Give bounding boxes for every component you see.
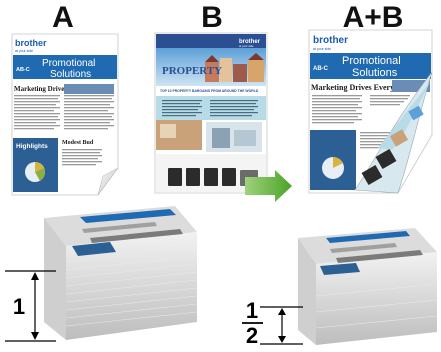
doc-b-gadgets	[168, 168, 258, 186]
thickness-indicator-duplex: 1 2	[242, 298, 303, 348]
stack-duplex-top-page	[320, 231, 423, 275]
document-a: brother at your side AB-C Promotional So…	[11, 33, 119, 196]
doc-ab-banner-title-2: Solutions	[352, 67, 398, 79]
doc-a-banner	[13, 55, 117, 79]
doc-a-footer-heading: Modest Bud	[62, 140, 94, 146]
doc-b-caption-band	[156, 86, 266, 96]
doc-ab-banner-logo: AB-C	[313, 66, 329, 72]
thickness-label-numerator: 1	[246, 298, 258, 323]
stack-duplex	[298, 228, 438, 345]
doc-a-headline: Marketing Drives Everything	[14, 85, 103, 93]
label-doc-ab: A+B	[343, 1, 404, 34]
document-ab: brother at your side AB-C Promotional So…	[308, 29, 433, 194]
doc-b-tagline: at your side	[239, 44, 254, 48]
stack-single-sided	[44, 206, 198, 340]
thickness-label-single: 1	[13, 294, 25, 319]
doc-a-highlights-label: Highlights	[16, 143, 48, 150]
doc-ab-tagline: at your side	[313, 47, 331, 51]
doc-a-photo	[64, 84, 114, 94]
thickness-label-denominator: 2	[246, 323, 258, 348]
doc-b-text-panel	[156, 96, 266, 120]
stack-single-top-page	[72, 209, 183, 256]
doc-a-brand: brother	[15, 38, 47, 48]
label-doc-b: B	[201, 1, 223, 34]
doc-a-banner-title-2: Solutions	[50, 69, 91, 80]
label-doc-a: A	[52, 1, 74, 34]
doc-a-banner-logo: AB-C	[16, 67, 30, 73]
document-b: brother at your side PROPERTY TOP 10 PRO…	[154, 32, 268, 194]
doc-b-caption: TOP 10 PROPERTY BARGAINS FROM AROUND THE…	[160, 89, 259, 93]
thickness-indicator-single: 1	[5, 270, 56, 342]
doc-ab-curl-side-b	[354, 71, 433, 194]
doc-b-houses	[205, 53, 264, 82]
doc-b-brand: brother	[239, 39, 261, 45]
doc-b-top-banner	[156, 34, 266, 48]
doc-ab-banner	[310, 53, 431, 79]
doc-a-banner-title-1: Promotional	[42, 58, 95, 69]
doc-ab-banner-title-1: Promotional	[342, 55, 401, 67]
combine-arrow-icon	[245, 170, 292, 202]
doc-a-tagline: at your side	[15, 49, 33, 53]
doc-a-body-text	[14, 95, 114, 130]
doc-ab-brand: brother	[313, 35, 348, 46]
doc-b-title: PROPERTY	[162, 65, 222, 77]
doc-ab-headline: Marketing Drives Everything	[311, 83, 412, 92]
